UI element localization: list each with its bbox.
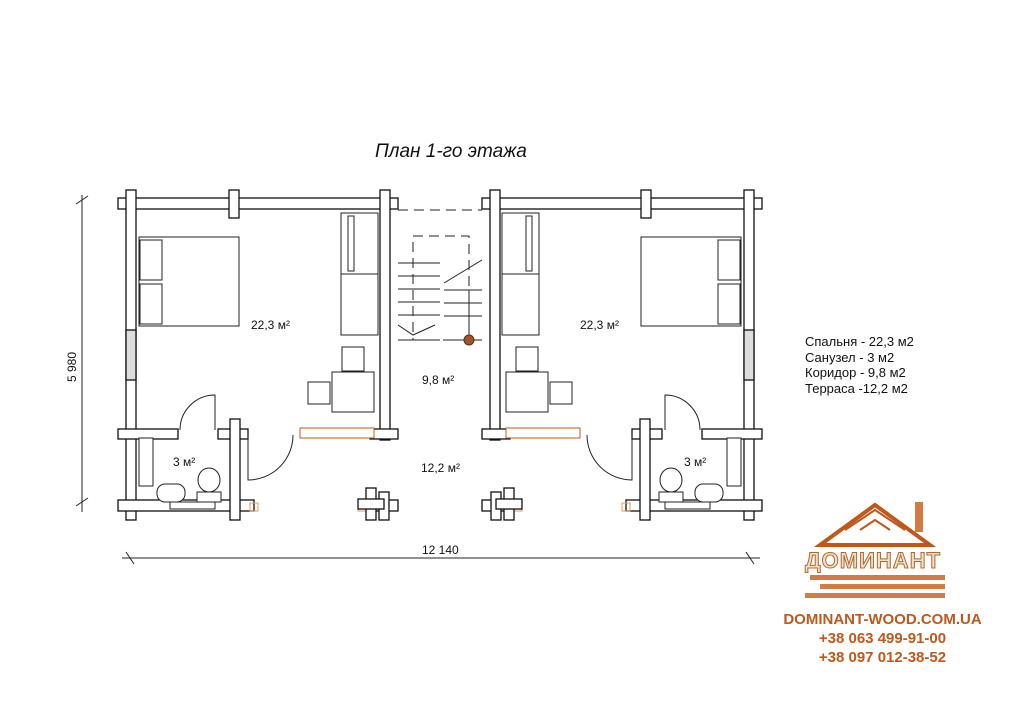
phone-1: +38 063 499-91-00 — [818, 630, 947, 647]
height-dimension-label: 5 980 — [65, 352, 79, 382]
legend-terrace: Терраса -12,2 м2 — [805, 380, 908, 396]
door-swing — [179, 394, 216, 431]
logo-chimney — [915, 502, 923, 532]
width-dimension-label: 12 140 — [422, 543, 459, 557]
logo-log — [810, 575, 945, 580]
right-unit — [481, 189, 763, 521]
company-logo: ДОМИНАНТ — [805, 502, 945, 598]
terrace-area: 12,2 м² — [421, 461, 460, 475]
logo-roof — [813, 502, 937, 547]
logo-truss — [844, 508, 906, 531]
window — [125, 329, 137, 381]
interior-wall — [379, 189, 391, 441]
terrace-post — [357, 498, 385, 510]
shower — [138, 437, 154, 487]
height-dimension — [75, 195, 89, 512]
contacts: DOMINANT-WOOD.COM.UA +38 063 499-91-00 +… — [760, 610, 1005, 667]
logo-log — [805, 593, 945, 598]
pillow — [139, 239, 163, 281]
phone-2: +38 097 012-38-52 — [818, 649, 947, 666]
wardrobe-rail — [347, 215, 355, 272]
bathroom-area-left: 3 м² — [173, 455, 195, 469]
plan-title: План 1-го этажа — [375, 141, 527, 162]
table — [331, 371, 375, 413]
toilet-tank — [196, 491, 222, 503]
website-link[interactable]: DOMINANT-WOOD.COM.UA — [783, 611, 982, 628]
sink — [156, 483, 186, 503]
door-swing — [247, 434, 294, 481]
chair — [307, 381, 331, 405]
toilet — [197, 467, 221, 493]
newel-post — [463, 334, 475, 346]
bedroom-area-left: 22,3 м² — [251, 318, 290, 332]
bath-side-wall — [229, 418, 241, 521]
legend-bathroom: Санузел - 3 м2 — [805, 349, 895, 365]
window — [299, 427, 375, 439]
window — [169, 501, 216, 510]
legend-corridor: Коридор - 9,8 м2 — [805, 365, 906, 380]
chair — [341, 346, 365, 372]
room-legend: Спальня - 22,3 м2 Санузел - 3 м2 Коридор… — [805, 334, 914, 396]
logo-log — [820, 584, 945, 589]
width-dimension — [122, 551, 760, 565]
bathroom-area-right: 3 м² — [684, 455, 706, 469]
pillow — [139, 283, 163, 325]
legend-bedroom: Спальня - 22,3 м2 — [805, 334, 914, 349]
left-unit — [117, 189, 399, 521]
corridor-area: 9,8 м² — [422, 373, 454, 387]
logo-text: ДОМИНАНТ — [805, 548, 941, 573]
post-marker — [249, 502, 259, 512]
top-wall — [117, 197, 399, 210]
log-end — [228, 189, 240, 219]
staircase — [397, 209, 483, 346]
bedroom-area-right: 22,3 м² — [580, 318, 619, 332]
